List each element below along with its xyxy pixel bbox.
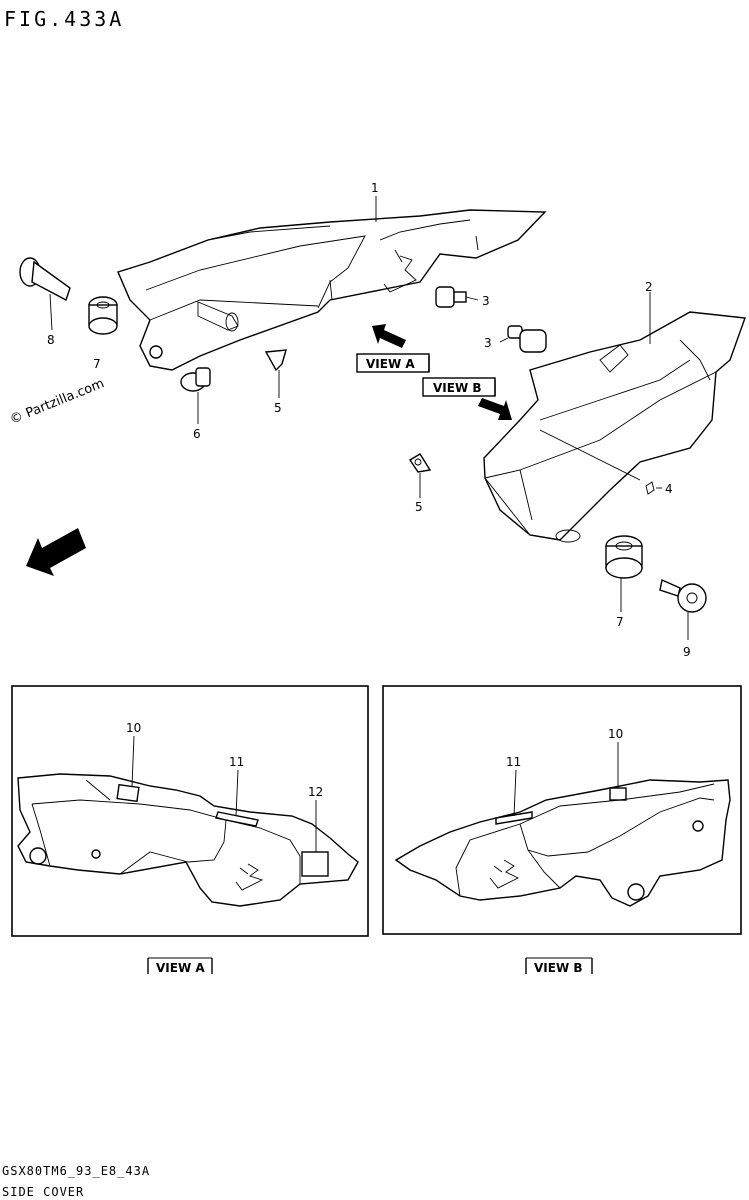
- view-b-label-bottom: VIEW B: [534, 961, 583, 975]
- callout-9: 9: [683, 645, 691, 659]
- clip-part-5a: [264, 349, 287, 398]
- watermark: © Partzilla.com: [8, 376, 107, 427]
- footer-name: SIDE COVER: [2, 1185, 84, 1199]
- view-a-arrow: [372, 324, 406, 348]
- callout-5b: 5: [415, 500, 423, 514]
- forward-arrow-icon: FWD: [26, 528, 86, 576]
- view-a-tag-bottom: VIEW A: [147, 957, 213, 975]
- callout-3a: 3: [482, 294, 490, 308]
- callout-7b: 7: [616, 615, 624, 629]
- view-b-tag-bottom: VIEW B: [525, 957, 593, 975]
- view-b-label-top: VIEW B: [433, 381, 482, 395]
- view-a-label-top: VIEW A: [366, 357, 415, 371]
- bolt-part-3a: [435, 286, 479, 308]
- callout-10b: 10: [608, 727, 623, 741]
- figure-title: FIG.433A: [4, 7, 124, 31]
- callout-2: 2: [645, 280, 653, 294]
- callout-3b: 3: [484, 336, 492, 350]
- callout-7a: 7: [93, 357, 101, 371]
- bolt-part-3b: [499, 325, 547, 353]
- pin-part-8: [19, 257, 71, 331]
- callout-1: 1: [371, 181, 379, 195]
- callout-6: 6: [193, 427, 201, 441]
- view-a-panel: 10 11 12: [11, 685, 369, 937]
- callout-8: 8: [47, 333, 55, 347]
- side-cover-left-part: [117, 209, 547, 371]
- view-a-label-bottom: VIEW A: [156, 961, 205, 975]
- grommet-part-7b: [605, 535, 643, 612]
- callout-4: 4: [665, 482, 673, 496]
- clip-part-5b: [409, 453, 432, 498]
- callout-10a: 10: [126, 721, 141, 735]
- view-b-panel: 10 11: [382, 685, 742, 935]
- side-cover-right-part: [483, 311, 746, 543]
- callout-5a: 5: [274, 401, 282, 415]
- callout-11b: 11: [506, 755, 521, 769]
- callout-12: 12: [308, 785, 323, 799]
- view-b-tag-top: VIEW B: [422, 377, 496, 397]
- view-b-arrow: [478, 398, 512, 420]
- grommet-part-7a: [88, 296, 118, 335]
- pin-part-9: [659, 579, 707, 640]
- footer-code: GSX80TM6_93_E8_43A: [2, 1164, 150, 1178]
- callout-11a: 11: [229, 755, 244, 769]
- view-a-tag-top: VIEW A: [356, 353, 430, 373]
- pin-part-6: [180, 367, 211, 424]
